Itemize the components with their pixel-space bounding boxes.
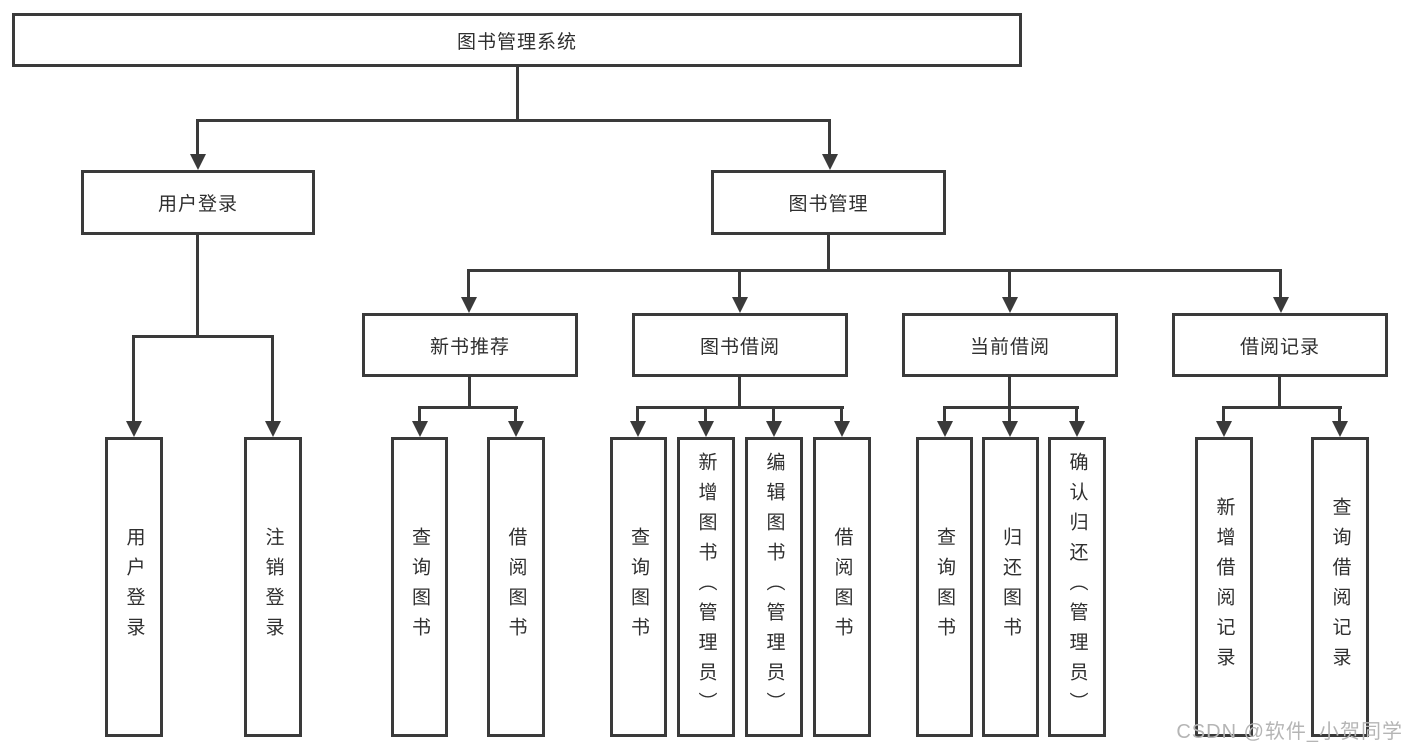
connector-stem <box>738 377 741 409</box>
connector-stem <box>1278 377 1281 409</box>
connector-stem <box>827 235 830 272</box>
arrow-down-icon <box>834 421 850 437</box>
connector-root-bar <box>196 119 831 122</box>
node-label: 图书管理系统 <box>456 31 577 53</box>
arrow-down-icon <box>412 421 428 437</box>
arrow-down-icon <box>126 421 142 437</box>
leaf-edit-book-admin: 编辑图书（管理员） <box>745 437 803 737</box>
connector-drop <box>1279 269 1282 299</box>
arrow-down-icon <box>732 297 748 313</box>
arrow-down-icon <box>1069 421 1085 437</box>
leaf-query-books-current: 查询图书 <box>916 437 973 737</box>
arrow-down-icon <box>265 421 281 437</box>
leaf-query-books-recommend: 查询图书 <box>391 437 448 737</box>
node-label: 新书推荐 <box>429 336 510 358</box>
leaf-label: 编辑图书（管理员） <box>763 452 785 722</box>
leaf-label: 归还图书 <box>1000 527 1021 647</box>
connector-drop <box>636 406 639 423</box>
node-book-management: 图书管理 <box>711 170 946 235</box>
leaf-label: 查询图书 <box>934 527 955 647</box>
arrow-down-icon <box>461 297 477 313</box>
leaf-borrow-books-recommend: 借阅图书 <box>487 437 545 737</box>
connector-drop <box>704 406 707 423</box>
leaf-label: 查询图书 <box>628 527 649 647</box>
leaf-query-borrow-record: 查询借阅记录 <box>1311 437 1369 737</box>
connector-bar <box>1222 406 1342 409</box>
leaf-label: 确认归还（管理员） <box>1066 452 1088 722</box>
connector-drop <box>514 406 517 423</box>
leaf-label: 新增图书（管理员） <box>695 452 717 722</box>
connector-drop <box>1222 406 1225 423</box>
node-current-borrowing: 当前借阅 <box>902 313 1118 377</box>
connector-bar <box>418 406 518 409</box>
node-user-login: 用户登录 <box>81 170 315 235</box>
leaf-add-borrow-record: 新增借阅记录 <box>1195 437 1253 737</box>
node-label: 用户登录 <box>157 194 238 215</box>
connector-drop <box>132 335 135 422</box>
arrow-down-icon <box>698 421 714 437</box>
connector-bar <box>467 269 1282 272</box>
connector-stem <box>1008 377 1011 409</box>
connector-root-stem <box>516 67 519 121</box>
arrow-down-icon <box>1273 297 1289 313</box>
leaf-confirm-return-admin: 确认归还（管理员） <box>1048 437 1106 737</box>
connector-drop <box>840 406 843 423</box>
arrow-down-icon <box>1332 421 1348 437</box>
arrow-down-icon <box>190 154 206 170</box>
connector-stem <box>468 377 471 409</box>
leaf-add-book-admin: 新增图书（管理员） <box>677 437 735 737</box>
connector-drop <box>1075 406 1078 423</box>
leaf-user-login: 用户登录 <box>105 437 163 737</box>
node-book-borrowing: 图书借阅 <box>632 313 848 377</box>
leaf-label: 注销登录 <box>262 527 284 647</box>
leaf-borrow-books-borrowing: 借阅图书 <box>813 437 871 737</box>
connector-drop <box>418 406 421 423</box>
connector-drop <box>467 269 470 299</box>
connector-drop <box>1008 269 1011 299</box>
leaf-label: 借阅图书 <box>505 527 527 647</box>
arrow-down-icon <box>1002 421 1018 437</box>
leaf-query-books-borrowing: 查询图书 <box>610 437 667 737</box>
connector-bar <box>943 406 1079 409</box>
arrow-down-icon <box>937 421 953 437</box>
node-new-book-recommendation: 新书推荐 <box>362 313 578 377</box>
arrow-down-icon <box>822 154 838 170</box>
connector-drop <box>943 406 946 423</box>
connector-drop <box>1338 406 1341 423</box>
leaf-return-books: 归还图书 <box>982 437 1039 737</box>
leaf-label: 用户登录 <box>123 527 145 647</box>
connector-stem <box>196 235 199 338</box>
node-label: 图书借阅 <box>699 336 780 358</box>
connector-bar <box>132 335 274 338</box>
connector-drop <box>271 335 274 422</box>
connector-drop <box>738 269 741 299</box>
leaf-label: 查询图书 <box>409 527 430 647</box>
arrow-down-icon <box>630 421 646 437</box>
leaf-logout: 注销登录 <box>244 437 302 737</box>
leaf-label: 新增借阅记录 <box>1213 497 1235 677</box>
node-label: 当前借阅 <box>969 336 1050 358</box>
arrow-down-icon <box>1002 297 1018 313</box>
connector-bar <box>636 406 844 409</box>
watermark: CSDN @软件_小贺同学 <box>1176 721 1403 743</box>
node-borrowing-records: 借阅记录 <box>1172 313 1388 377</box>
node-library-system: 图书管理系统 <box>12 13 1022 67</box>
connector-drop <box>772 406 775 423</box>
arrow-down-icon <box>1216 421 1232 437</box>
leaf-label: 查询借阅记录 <box>1329 497 1351 677</box>
leaf-label: 借阅图书 <box>831 527 853 647</box>
node-label: 借阅记录 <box>1239 336 1320 358</box>
connector-drop <box>828 119 831 155</box>
node-label: 图书管理 <box>788 194 869 215</box>
connector-drop <box>196 119 199 155</box>
arrow-down-icon <box>508 421 524 437</box>
connector-drop <box>1008 406 1011 423</box>
arrow-down-icon <box>766 421 782 437</box>
